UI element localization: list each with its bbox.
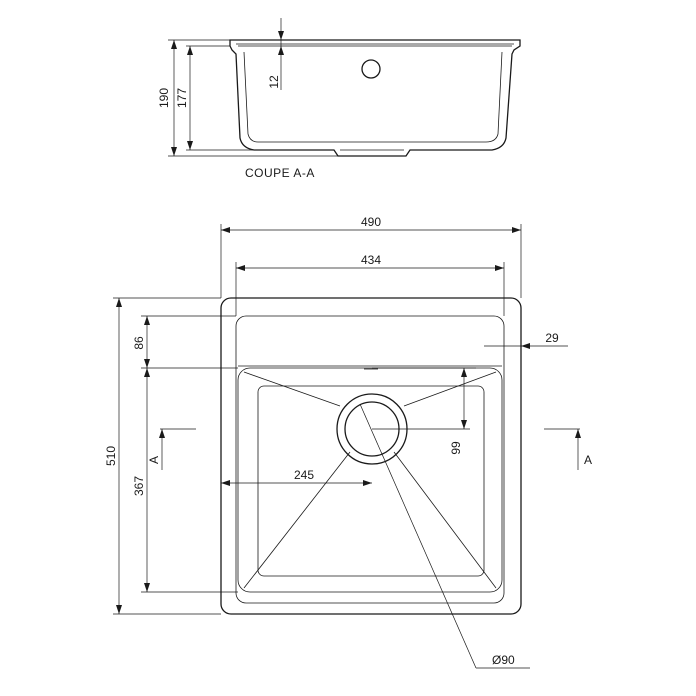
dim-490-label: 490 (361, 215, 381, 229)
dim-86-arrow-bottom (144, 359, 150, 368)
top-view: 490 434 510 86 367 245 (104, 215, 592, 669)
dim-86-arrow-top (144, 316, 150, 325)
dim-245-label: 245 (294, 468, 314, 482)
bowl-outer (237, 367, 503, 593)
tap-hole (361, 59, 381, 79)
dim-99-arrow-top (461, 368, 467, 377)
dim-245-arrow-right (363, 480, 372, 486)
bowl-floor (257, 385, 485, 577)
dim-190-arrow-top (171, 40, 177, 49)
dim-177-arrow-bottom (187, 141, 193, 150)
dim-12-arrow-top (278, 31, 284, 40)
dim-490-arrow-left (221, 227, 230, 233)
dim-190-arrow-bottom (171, 147, 177, 156)
bowl-diagonal-br (393, 451, 497, 589)
dim-177-arrow-top (187, 46, 193, 55)
dim-o90-leader (359, 403, 477, 669)
dim-190-label: 190 (157, 88, 171, 108)
sink-outer-outline (220, 297, 522, 615)
dim-434-label: 434 (361, 253, 381, 267)
section-inner-profile (238, 45, 512, 143)
sink-rim (235, 315, 505, 604)
dim-99-arrow-bottom (461, 420, 467, 429)
dim-12-arrow-bottom (278, 46, 284, 55)
dim-29-label: 29 (545, 331, 559, 345)
dim-367-arrow-top (144, 368, 150, 377)
dim-434-arrow-left (236, 265, 245, 271)
bowl-diagonal-bl (243, 451, 351, 589)
dim-367-arrow-bottom (144, 583, 150, 592)
dim-177-label: 177 (175, 88, 189, 108)
dim-29-arrow (521, 343, 530, 349)
section-outer-profile (229, 39, 521, 157)
section-caption: COUPE A-A (245, 166, 315, 180)
section-marker-right-arrow (575, 429, 581, 438)
section-marker-left-arrow (159, 429, 165, 438)
dim-510-arrow-top (116, 298, 122, 307)
bowl-diagonal-tr (403, 371, 497, 407)
section-marker-left-label: A (147, 456, 161, 464)
dim-245-arrow-left (221, 480, 230, 486)
dim-510-arrow-bottom (116, 605, 122, 614)
dim-510-label: 510 (104, 446, 118, 466)
dim-12-label: 12 (267, 75, 281, 89)
dim-o90-label: Ø90 (492, 653, 515, 667)
dim-99-label: 99 (449, 441, 463, 455)
section-view: 190 177 12 COUPE A-A (157, 18, 521, 180)
section-marker-right-label: A (584, 453, 592, 467)
bowl-diagonal-tl (243, 371, 341, 407)
dim-86-label: 86 (132, 336, 146, 350)
dim-367-label: 367 (132, 476, 146, 496)
dim-490-arrow-right (512, 227, 521, 233)
dim-434-arrow-right (495, 265, 504, 271)
section-drain-bottom (340, 149, 404, 157)
